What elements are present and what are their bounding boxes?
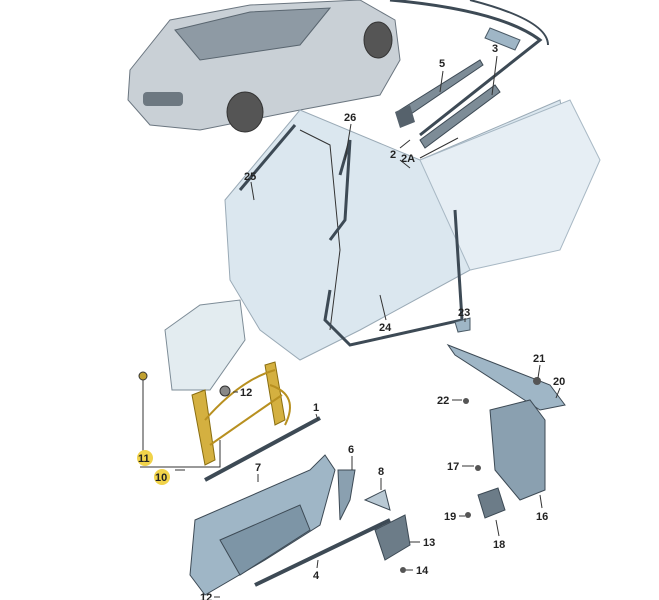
label-3: 3 xyxy=(492,43,498,55)
label-16: 16 xyxy=(536,511,548,523)
label-23: 23 xyxy=(458,307,470,319)
label-26: 26 xyxy=(344,112,356,124)
label-17: 17 xyxy=(447,461,459,473)
label-18: 18 xyxy=(493,539,505,551)
door-shell-image xyxy=(189,416,411,596)
leader-lines xyxy=(140,55,561,598)
label-5: 5 xyxy=(439,58,445,70)
highlight-10 xyxy=(154,469,170,485)
label-6: 6 xyxy=(348,444,354,456)
label-21: 21 xyxy=(533,353,545,365)
roof-seal-parts xyxy=(389,0,549,149)
label-12-bottom: 12 xyxy=(200,592,212,600)
label-13: 13 xyxy=(423,537,435,549)
car-overview-image xyxy=(127,0,401,133)
label-25: 25 xyxy=(244,171,256,183)
label-2: 2 xyxy=(390,149,396,161)
label-14: 14 xyxy=(416,565,429,577)
label-8: 8 xyxy=(378,466,384,478)
label-12-top: 12 xyxy=(240,387,252,399)
window-regulator-image xyxy=(191,361,291,466)
label-11: 11 xyxy=(138,453,150,465)
label-1: 1 xyxy=(313,402,319,414)
callout-labels: 3 5 26 2 2A 25 24 23 21 20 22 1 12 11 10… xyxy=(137,43,565,600)
label-10: 10 xyxy=(155,472,167,484)
label-2a: 2A xyxy=(401,153,415,165)
rear-window-mechanism-image xyxy=(138,317,566,573)
label-19: 19 xyxy=(444,511,456,523)
label-4: 4 xyxy=(313,570,320,582)
body-side-panel-image xyxy=(224,99,601,361)
label-20: 20 xyxy=(553,376,565,388)
door-glass-image xyxy=(164,299,246,391)
label-24: 24 xyxy=(379,322,392,334)
highlight-11 xyxy=(137,450,153,466)
label-22: 22 xyxy=(437,395,449,407)
label-7: 7 xyxy=(255,462,261,474)
